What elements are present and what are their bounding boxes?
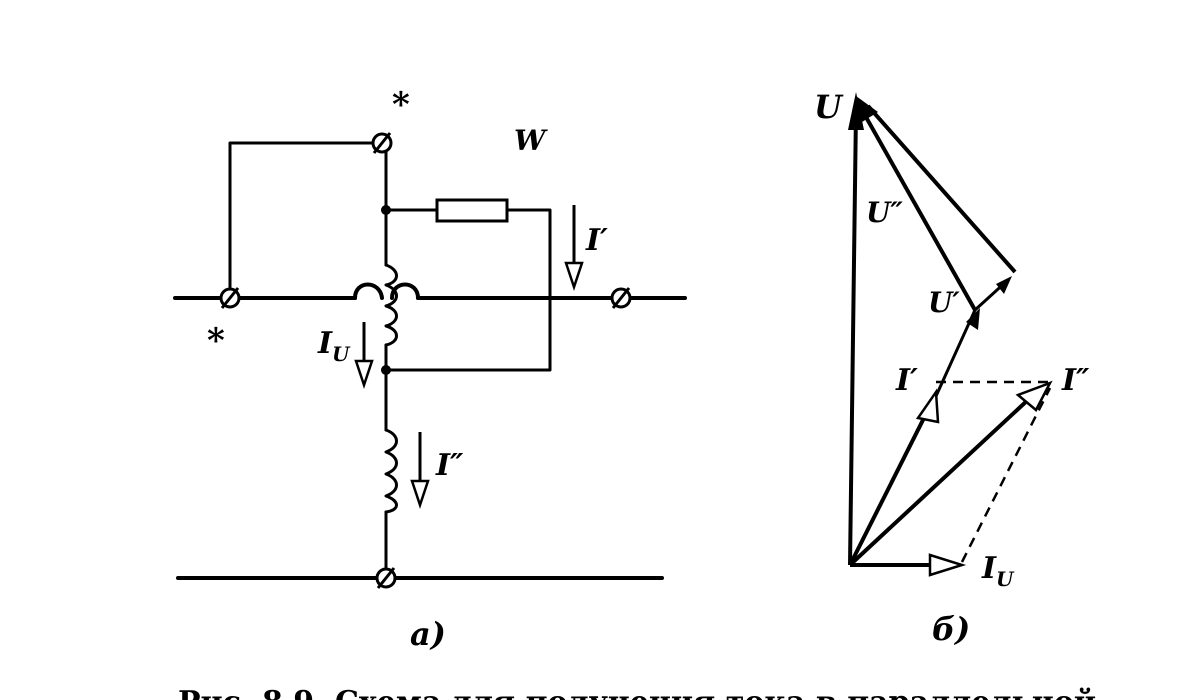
phasor-u-prime-head bbox=[996, 276, 1012, 294]
star-top-label: * bbox=[392, 85, 410, 125]
star-left-label: * bbox=[207, 321, 225, 361]
label-i-double-circuit: I″ bbox=[435, 448, 464, 483]
dashed-diagonal bbox=[960, 387, 1052, 563]
junction-top bbox=[381, 205, 391, 215]
resistor-return-wire bbox=[384, 208, 552, 372]
resistor bbox=[435, 198, 509, 223]
current-coil-loop-1 bbox=[353, 282, 384, 300]
terminal-left bbox=[219, 287, 241, 309]
voltage-coil-upper bbox=[384, 263, 398, 347]
phasor-iu-head bbox=[928, 553, 967, 577]
label-u: U bbox=[814, 88, 844, 126]
label-iu-circuit: IU bbox=[317, 326, 351, 366]
terminal-top bbox=[371, 132, 393, 154]
junction-mid bbox=[381, 365, 391, 375]
phasor-i-double bbox=[848, 396, 1032, 567]
phasor-triangle-side bbox=[866, 104, 1017, 274]
voltage-loop-wire bbox=[228, 141, 384, 300]
caption-b: б) bbox=[932, 610, 970, 648]
label-i-prime-phasor: I′ bbox=[895, 363, 918, 398]
current-coil-loop-2 bbox=[390, 282, 420, 300]
figure-caption: Рис. 8.9. Схема для получения тока в пар… bbox=[178, 685, 1096, 700]
label-i-prime-circuit: I′ bbox=[585, 223, 608, 258]
phasor-i-prime-upper bbox=[930, 309, 977, 406]
label-i-double-phasor: I″ bbox=[1061, 363, 1090, 398]
arrow-i-double bbox=[410, 432, 430, 509]
label-u-double: U″ bbox=[866, 196, 903, 229]
phasor-diagram: U U″ U′ I′ I″ IU б) bbox=[814, 88, 1090, 648]
caption-a: а) bbox=[410, 615, 446, 653]
phasor-i-double-head bbox=[1015, 380, 1053, 412]
inductor-coil-lower bbox=[384, 428, 398, 514]
phasor-u-head bbox=[848, 92, 864, 130]
phasor-u-double bbox=[860, 109, 977, 311]
phasor-i-prime-head bbox=[915, 388, 940, 424]
phasor-u-double-head bbox=[856, 96, 878, 122]
phasor-i-prime bbox=[848, 409, 930, 566]
terminal-right bbox=[610, 287, 632, 309]
arrow-i-prime bbox=[564, 205, 584, 291]
terminal-bottom bbox=[375, 567, 397, 589]
phasor-i-prime-upper-head bbox=[966, 308, 980, 330]
arrow-iu bbox=[354, 322, 374, 389]
label-iu-phasor: IU bbox=[981, 551, 1015, 591]
label-u-prime: U′ bbox=[928, 286, 960, 319]
circuit-diagram: * * W I′ IU I″ а) bbox=[173, 85, 687, 653]
phasor-u bbox=[848, 109, 858, 566]
label-w: W bbox=[514, 124, 548, 157]
